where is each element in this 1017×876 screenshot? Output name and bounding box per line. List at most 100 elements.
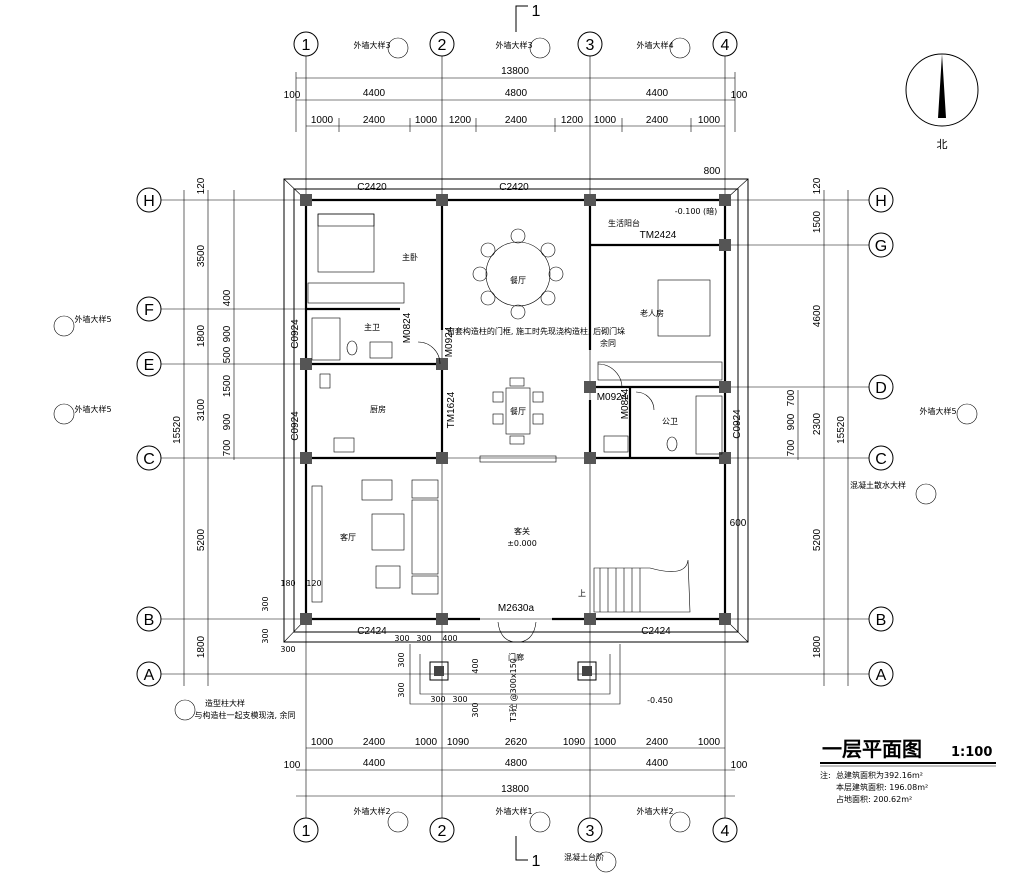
- svg-text:T3砼 @300x150: T3砼 @300x150: [508, 658, 518, 723]
- svg-text:400: 400: [222, 289, 233, 306]
- north-label: 北: [937, 138, 948, 151]
- axis-F-left: F: [144, 302, 154, 319]
- svg-text:400: 400: [471, 658, 480, 673]
- svg-text:5200: 5200: [812, 528, 823, 551]
- svg-text:4400: 4400: [646, 88, 669, 99]
- label-living: 客厅: [340, 532, 356, 542]
- svg-text:300: 300: [261, 596, 270, 611]
- svg-text:100: 100: [284, 90, 301, 101]
- label-dining-round: 餐厅: [510, 276, 526, 285]
- svg-text:2400: 2400: [363, 737, 386, 748]
- label-dining: 餐厅: [510, 407, 526, 416]
- left-dimensions: 15520 3500 1800 3100 5200 1800 120 400 9…: [172, 177, 235, 686]
- svg-text:300: 300: [261, 628, 270, 643]
- svg-text:C2420: C2420: [357, 182, 387, 193]
- door-swings: [417, 341, 655, 643]
- drawing-scale: 1:100: [951, 745, 992, 760]
- label-porch: 门廊: [508, 652, 524, 662]
- svg-text:外墙大样4: 外墙大样4: [636, 40, 673, 50]
- room-labels: 主卧 餐厅 老人房 主卫 厨房 餐厅 公卫 客厅 客关 ±0.000 生活阳台 …: [340, 206, 717, 705]
- svg-text:外墙大样2: 外墙大样2: [353, 806, 390, 816]
- svg-text:120: 120: [306, 579, 321, 588]
- axis-E-left: E: [144, 357, 155, 374]
- svg-text:C2424: C2424: [357, 626, 387, 637]
- north-arrow: 北: [905, 53, 979, 151]
- top-dimensions: 13800 100 4400 4800 4400 100 1000 2400 1…: [284, 66, 748, 177]
- svg-text:700: 700: [786, 389, 797, 406]
- svg-text:300: 300: [280, 645, 295, 654]
- axis-H-left: H: [143, 193, 155, 210]
- svg-text:2300: 2300: [812, 412, 823, 435]
- svg-text:TM1624: TM1624: [446, 391, 457, 428]
- svg-text:300: 300: [430, 695, 445, 704]
- svg-text:C2424: C2424: [641, 626, 671, 637]
- svg-text:300: 300: [397, 652, 406, 667]
- svg-text:C0924: C0924: [732, 409, 743, 439]
- svg-text:TM2424: TM2424: [640, 230, 677, 241]
- svg-text:外墙大样5: 外墙大样5: [919, 406, 956, 416]
- svg-text:400: 400: [442, 634, 457, 643]
- svg-text:300: 300: [452, 695, 467, 704]
- note-land-area: 占地面积: 200.62m²: [836, 794, 912, 804]
- svg-text:1200: 1200: [449, 115, 472, 126]
- svg-text:C2420: C2420: [499, 182, 529, 193]
- axis-C-left: C: [143, 451, 155, 468]
- porch-columns: [409, 644, 621, 705]
- svg-text:1800: 1800: [812, 635, 823, 658]
- axis-B-right: B: [876, 612, 887, 629]
- svg-text:5200: 5200: [196, 528, 207, 551]
- porch-dimensions: 300 300 400 300 400 300 300 300 300 300 …: [261, 579, 480, 718]
- svg-text:100: 100: [731, 760, 748, 771]
- annotations: 外墙大样3 外墙大样3 外墙大样4 外墙大样5 外墙大样5 外墙大样5 外墙大样…: [53, 37, 978, 873]
- label-hall: 客关: [514, 526, 530, 536]
- svg-text:M0824: M0824: [620, 388, 631, 419]
- axis-A-left: A: [144, 667, 155, 684]
- title-block: 一层平面图 1:100 注: 总建筑面积为392.16m² 本层建筑面积: 19…: [820, 737, 996, 804]
- svg-text:1000: 1000: [594, 115, 617, 126]
- svg-text:与构造柱一起支模现浇, 余同: 与构造柱一起支模现浇, 余同: [194, 710, 295, 720]
- svg-text:13800: 13800: [501, 66, 529, 77]
- svg-text:4400: 4400: [363, 758, 386, 769]
- svg-text:180: 180: [280, 579, 295, 588]
- label-balcony: 生活阳台: [608, 218, 640, 228]
- row-axis-bubbles-left: H F E C B A: [136, 187, 162, 687]
- svg-text:120: 120: [196, 177, 207, 194]
- note-total-area: 总建筑面积为392.16m²: [836, 770, 923, 780]
- walls: [304, 198, 727, 621]
- row-axis-bubbles-right: H G D C B A: [868, 187, 894, 687]
- note-prefix: 注:: [820, 770, 831, 780]
- svg-text:700: 700: [786, 439, 797, 456]
- svg-text:1800: 1800: [196, 635, 207, 658]
- svg-text:窗套构造柱的门框, 施工时先现浇构造柱, 后砌门垛: 窗套构造柱的门框, 施工时先现浇构造柱, 后砌门垛: [447, 326, 625, 336]
- svg-text:1000: 1000: [594, 737, 617, 748]
- svg-text:4800: 4800: [505, 758, 528, 769]
- axis-C-right: C: [875, 451, 887, 468]
- label-elder-bedroom: 老人房: [640, 308, 664, 318]
- svg-text:1000: 1000: [311, 737, 334, 748]
- bottom-dimensions: 1000 2400 1000 1090 2620 1090 1000 2400 …: [284, 737, 748, 797]
- label-kitchen: 厨房: [370, 404, 386, 414]
- section-mark-top: 1: [532, 3, 541, 20]
- svg-text:100: 100: [284, 760, 301, 771]
- svg-text:M0924: M0924: [444, 326, 455, 357]
- svg-text:1200: 1200: [561, 115, 584, 126]
- svg-text:1500: 1500: [222, 374, 233, 397]
- svg-text:外墙大样5: 外墙大样5: [74, 314, 111, 324]
- axis-H-right: H: [875, 193, 887, 210]
- label-same: 余同: [600, 338, 616, 348]
- axis-2-top: 2: [438, 37, 447, 54]
- svg-text:3100: 3100: [196, 398, 207, 421]
- label-public-bath: 公卫: [662, 417, 678, 426]
- right-dimensions: 120 1500 4600 2300 5200 1800 15520 700 9…: [730, 177, 849, 686]
- svg-text:700: 700: [222, 439, 233, 456]
- label-stair-up: 上: [578, 589, 586, 598]
- svg-text:900: 900: [222, 325, 233, 342]
- note-floor-area: 本层建筑面积: 196.08m²: [836, 782, 928, 792]
- svg-text:4400: 4400: [363, 88, 386, 99]
- svg-text:混凝土散水大样: 混凝土散水大样: [850, 480, 906, 490]
- svg-text:300: 300: [416, 634, 431, 643]
- svg-text:2620: 2620: [505, 737, 528, 748]
- svg-text:300: 300: [471, 702, 480, 717]
- svg-text:900: 900: [222, 413, 233, 430]
